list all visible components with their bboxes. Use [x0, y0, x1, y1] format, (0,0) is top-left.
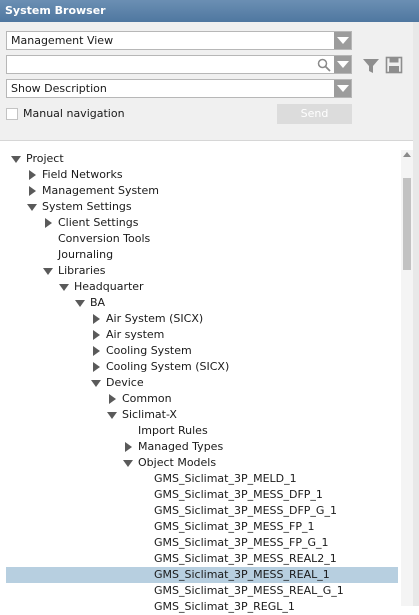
- tree-item-label: GMS_Siclimat_3P_MELD_1: [154, 472, 297, 485]
- collapse-arrow-icon[interactable]: [90, 327, 102, 343]
- tree-scrollbar[interactable]: [401, 150, 413, 606]
- tree-item-label: System Settings: [42, 200, 132, 213]
- tree-item-label: GMS_Siclimat_3P_MESS_FP_G_1: [154, 536, 329, 549]
- expand-arrow-icon[interactable]: [74, 295, 86, 311]
- tree-item[interactable]: BA: [0, 295, 401, 311]
- expand-arrow-icon[interactable]: [26, 199, 38, 215]
- tree-item[interactable]: GMS_Siclimat_3P_MESS_DFP_G_1: [0, 503, 401, 519]
- tree-item[interactable]: Conversion Tools: [0, 231, 401, 247]
- search-input[interactable]: [6, 55, 352, 74]
- collapse-arrow-icon[interactable]: [26, 183, 38, 199]
- scroll-up-arrow-icon[interactable]: [403, 152, 411, 157]
- tree-item[interactable]: System Settings: [0, 199, 401, 215]
- view-selector[interactable]: Management View: [6, 31, 352, 50]
- tree-item-label: Device: [106, 376, 144, 389]
- tree-item[interactable]: GMS_Siclimat_3P_MESS_REAL2_1: [0, 551, 401, 567]
- expand-arrow-icon[interactable]: [122, 455, 134, 471]
- tree-item-label: Air System (SICX): [106, 312, 204, 325]
- send-button[interactable]: Send: [277, 104, 352, 124]
- tree-item-label: GMS_Siclimat_3P_REGL_1: [154, 600, 295, 613]
- collapse-arrow-icon[interactable]: [90, 311, 102, 327]
- expand-arrow-icon[interactable]: [58, 279, 70, 295]
- tree-item[interactable]: Management System: [0, 183, 401, 199]
- collapse-arrow-icon[interactable]: [90, 343, 102, 359]
- tree-item-label: Managed Types: [138, 440, 224, 453]
- collapse-arrow-icon[interactable]: [90, 359, 102, 375]
- search-icon[interactable]: [317, 58, 331, 72]
- tree-item-label: GMS_Siclimat_3P_MESS_REAL_1: [154, 568, 330, 581]
- tree-item-label: Headquarter: [74, 280, 144, 293]
- tree-item-label: GMS_Siclimat_3P_MESS_DFP_1: [154, 488, 323, 501]
- collapse-arrow-icon[interactable]: [42, 215, 54, 231]
- panel-edge: [413, 22, 419, 606]
- tree-item-label: Import Rules: [138, 424, 208, 437]
- description-selector[interactable]: Show Description: [6, 79, 352, 98]
- tree-item[interactable]: Air System (SICX): [0, 311, 401, 327]
- tree-item-label: Libraries: [58, 264, 106, 277]
- tree-item[interactable]: Managed Types: [0, 439, 401, 455]
- tree-item-label: Journaling: [58, 248, 114, 261]
- search-dropdown-icon[interactable]: [334, 56, 351, 73]
- manual-navigation-label: Manual navigation: [23, 107, 125, 120]
- tree-item-label: Client Settings: [58, 216, 139, 229]
- tree-item[interactable]: GMS_Siclimat_3P_MELD_1: [0, 471, 401, 487]
- save-icon[interactable]: [385, 56, 403, 74]
- tree-item-label: BA: [90, 296, 106, 309]
- scrollbar-thumb[interactable]: [403, 178, 411, 270]
- collapse-arrow-icon[interactable]: [122, 439, 134, 455]
- expand-arrow-icon[interactable]: [42, 263, 54, 279]
- description-dropdown-icon[interactable]: [334, 80, 351, 97]
- tree-item-label: Siclimat-X: [122, 408, 177, 421]
- tree-item[interactable]: Object Models: [0, 455, 401, 471]
- tree-item-label: GMS_Siclimat_3P_MESS_FP_1: [154, 520, 315, 533]
- view-selector-value: Management View: [11, 34, 114, 47]
- tree-item-label: Management System: [42, 184, 159, 197]
- tree-item[interactable]: Libraries: [0, 263, 401, 279]
- view-selector-dropdown-icon[interactable]: [334, 32, 351, 49]
- tree-item[interactable]: GMS_Siclimat_3P_MESS_REAL_G_1: [0, 583, 401, 599]
- tree-item[interactable]: GMS_Siclimat_3P_MESS_DFP_1: [0, 487, 401, 503]
- tree-item-label: Conversion Tools: [58, 232, 151, 245]
- tree-item[interactable]: Client Settings: [0, 215, 401, 231]
- collapse-arrow-icon[interactable]: [26, 167, 38, 183]
- tree-item[interactable]: Project: [0, 151, 401, 167]
- tree-item[interactable]: Siclimat-X: [0, 407, 401, 423]
- tree-item-label: Cooling System (SICX): [106, 360, 230, 373]
- description-selector-value: Show Description: [11, 82, 107, 95]
- expand-arrow-icon[interactable]: [10, 151, 22, 167]
- tree-item-label: Object Models: [138, 456, 217, 469]
- window-title: System Browser: [0, 0, 419, 22]
- tree-item[interactable]: GMS_Siclimat_3P_MESS_REAL_1: [6, 567, 398, 583]
- tree-item[interactable]: Air system: [0, 327, 401, 343]
- tree-item-label: GMS_Siclimat_3P_MESS_REAL_G_1: [154, 584, 344, 597]
- tree-item[interactable]: Device: [0, 375, 401, 391]
- tree-item-label: GMS_Siclimat_3P_MESS_REAL2_1: [154, 552, 337, 565]
- controls-panel: Management View Show Description: [0, 22, 419, 141]
- tree-item[interactable]: Cooling System: [0, 343, 401, 359]
- manual-navigation-checkbox[interactable]: [6, 108, 18, 120]
- tree-item[interactable]: GMS_Siclimat_3P_MESS_FP_G_1: [0, 535, 401, 551]
- tree-item-label: Common: [122, 392, 172, 405]
- tree-item-label: Cooling System: [106, 344, 192, 357]
- tree-item[interactable]: Journaling: [0, 247, 401, 263]
- tree-item[interactable]: Field Networks: [0, 167, 401, 183]
- tree-item[interactable]: GMS_Siclimat_3P_REGL_1: [0, 599, 401, 615]
- tree-item[interactable]: Import Rules: [0, 423, 401, 439]
- tree-item-label: Project: [26, 152, 64, 165]
- tree-item[interactable]: Cooling System (SICX): [0, 359, 401, 375]
- expand-arrow-icon[interactable]: [90, 375, 102, 391]
- tree-item-label: Air system: [106, 328, 165, 341]
- tree-item-label: GMS_Siclimat_3P_MESS_DFP_G_1: [154, 504, 337, 517]
- tree-item[interactable]: Common: [0, 391, 401, 407]
- tree-item[interactable]: Headquarter: [0, 279, 401, 295]
- expand-arrow-icon[interactable]: [106, 407, 118, 423]
- collapse-arrow-icon[interactable]: [106, 391, 118, 407]
- tree-item-label: Field Networks: [42, 168, 123, 181]
- tree-item[interactable]: GMS_Siclimat_3P_MESS_FP_1: [0, 519, 401, 535]
- filter-icon[interactable]: [362, 57, 380, 75]
